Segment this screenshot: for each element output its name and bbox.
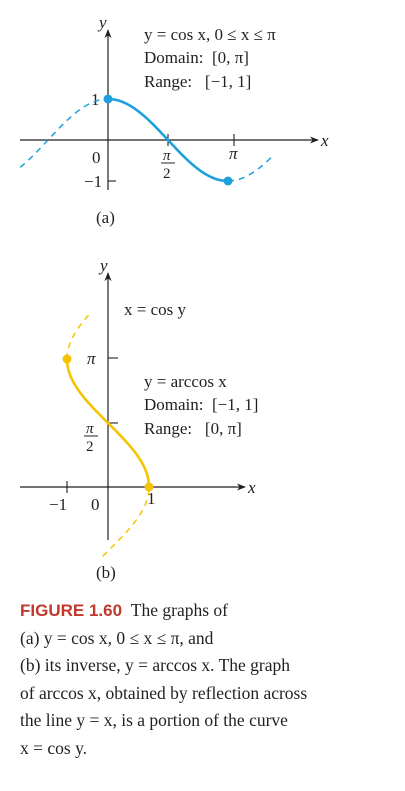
panel-b-annotation-4: Range: [0, π]	[144, 419, 242, 438]
panel-b-annotation-1: x = cos y	[124, 300, 186, 319]
panel-a-annotation-2: Domain: [0, π]	[144, 48, 249, 67]
panel-b: x y −1 0 1 π π 2 x = cos y y = arccos x …	[20, 256, 258, 582]
panel-b-ytick-label-pi: π	[87, 349, 96, 368]
panel-a-label: (a)	[96, 208, 115, 227]
panel-b-xtick-label-neg1: −1	[49, 495, 67, 514]
panel-a-annotation-3: Range: [−1, 1]	[144, 72, 251, 91]
panel-a-ytick-label-1: 1	[91, 90, 100, 109]
panel-a-point-end	[223, 176, 233, 186]
panel-b-curve-top-dashed	[66, 311, 93, 359]
panel-b-point-bottom	[144, 482, 154, 492]
caption-line-2: (a) y = cos x, 0 ≤ x ≤ π, and	[20, 627, 214, 648]
panel-a-xtick-label-pi2: π 2	[161, 148, 175, 182]
svg-text:π: π	[86, 421, 94, 437]
caption-line-4: of arccos x, obtained by reflection acro…	[20, 682, 308, 703]
panel-a-point-start	[103, 94, 113, 104]
panel-a-curve-right-dashed	[228, 155, 273, 182]
panel-a-xlabel: x	[320, 131, 329, 150]
figure: x y 0 π 2 π 1 −1 y = cos x, 0 ≤ x ≤ π Do…	[19, 13, 329, 582]
figure-caption: FIGURE 1.60 The graphs of (a) y = cos x,…	[20, 597, 398, 762]
svg-text:2: 2	[163, 166, 171, 182]
panel-a-curve-solid	[107, 97, 229, 183]
panel-b-ylabel: y	[98, 256, 108, 275]
caption-line-3: (b) its inverse, y = arccos x. The graph	[20, 655, 291, 675]
caption-line-6: x = cos y.	[20, 737, 88, 758]
panel-a: x y 0 π 2 π 1 −1 y = cos x, 0 ≤ x ≤ π Do…	[19, 13, 329, 227]
panel-a-xtick-label-0: 0	[92, 148, 101, 167]
panel-a-ytick-label-neg1: −1	[84, 172, 102, 191]
panel-a-ylabel: y	[97, 13, 107, 32]
caption-line-5: the line y = x, is a portion of the curv…	[20, 710, 288, 730]
panel-b-curve-bottom-dashed	[102, 486, 150, 557]
panel-b-ytick-label-pi2: π 2	[84, 421, 98, 455]
panel-b-label: (b)	[96, 563, 116, 582]
panel-a-xtick-label-pi: π	[229, 144, 238, 163]
svg-text:π: π	[163, 148, 171, 164]
panel-b-annotation-3: Domain: [−1, 1]	[144, 395, 258, 414]
panel-b-curve-solid	[65, 358, 151, 488]
panel-b-xtick-label-0: 0	[91, 495, 100, 514]
panel-b-xlabel: x	[247, 478, 256, 497]
caption-line-1: The graphs of	[130, 600, 228, 620]
panel-b-xtick-label-1: 1	[147, 489, 156, 508]
panel-b-annotation-2: y = arccos x	[144, 372, 227, 391]
panel-a-annotation-1: y = cos x, 0 ≤ x ≤ π	[144, 25, 276, 44]
panel-b-point-top	[62, 354, 72, 364]
caption-head: FIGURE 1.60	[20, 601, 123, 620]
svg-text:2: 2	[86, 439, 94, 455]
